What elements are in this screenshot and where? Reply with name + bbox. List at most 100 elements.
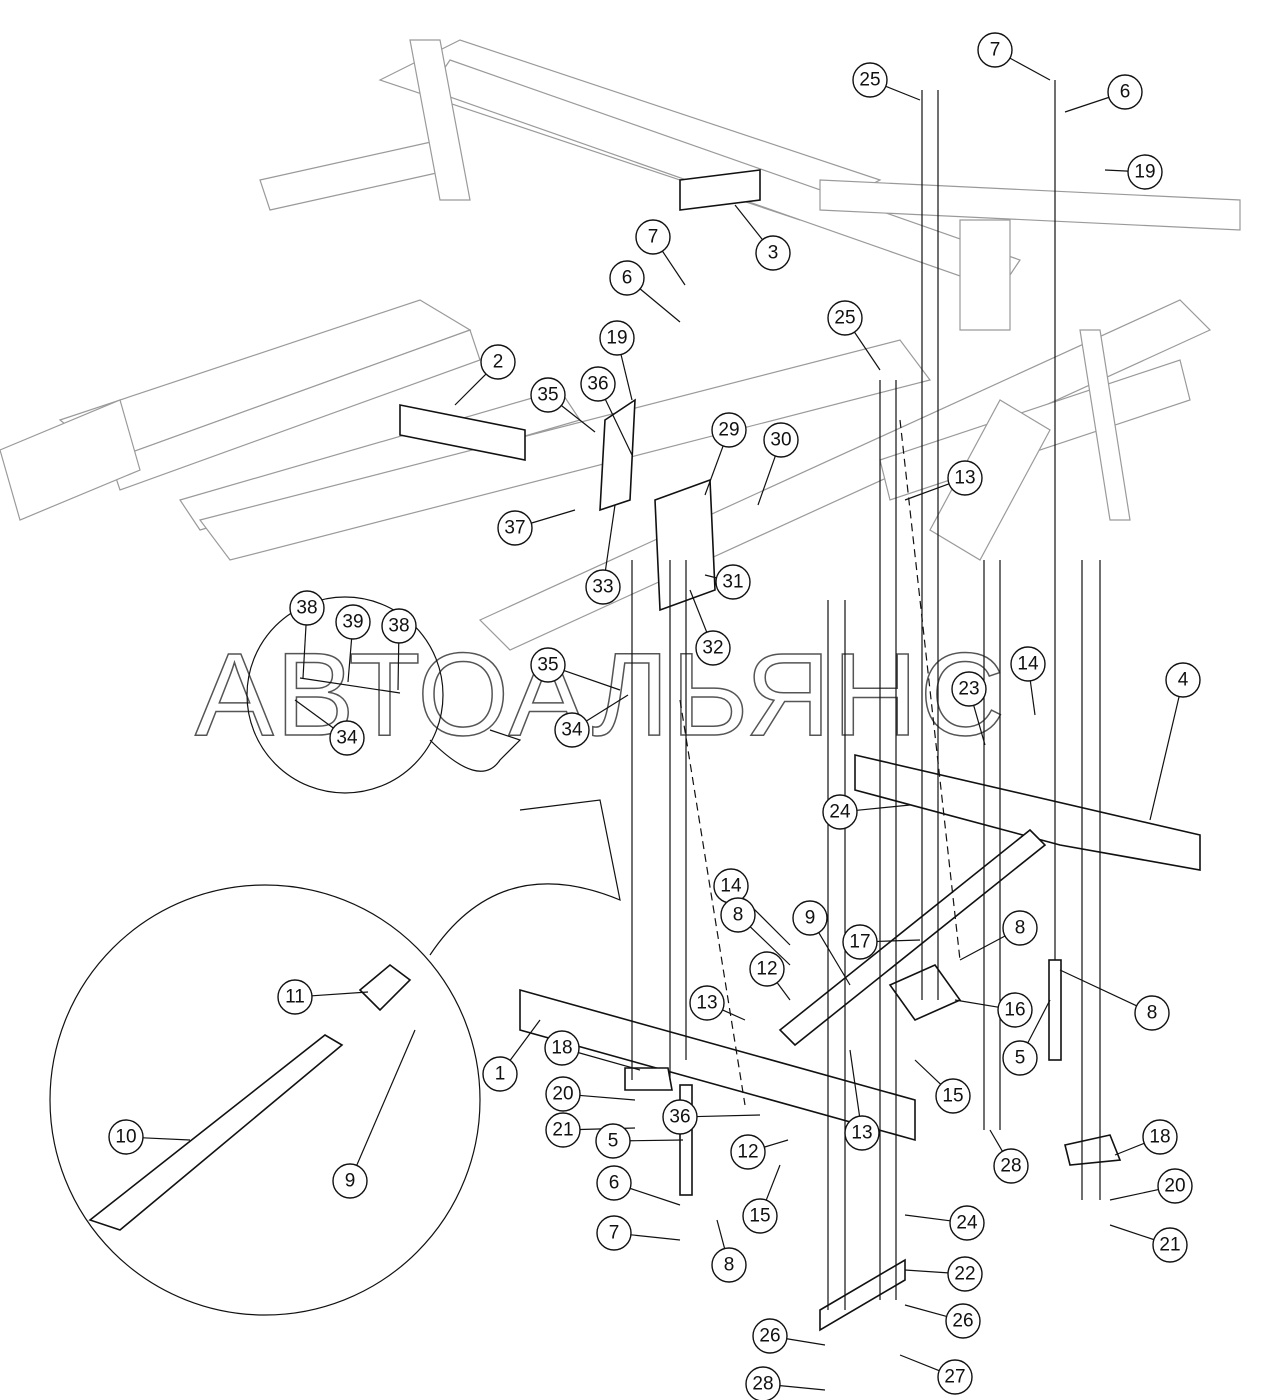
callout-circle — [662, 1099, 698, 1135]
leader-line — [604, 504, 616, 571]
callout-number: 6 — [1120, 82, 1131, 103]
callout-circle — [763, 422, 799, 458]
leader-line — [973, 705, 986, 746]
callout-number: 22 — [954, 1264, 975, 1285]
callout-circle — [545, 1112, 581, 1148]
callout-circle — [937, 1359, 973, 1395]
callout-38: 38 — [381, 608, 417, 691]
leader-line — [142, 1137, 191, 1141]
callout-36: 36 — [662, 1099, 761, 1135]
callout-circle — [1127, 154, 1163, 190]
cylinder-16 — [888, 964, 962, 1021]
callout-number: 5 — [608, 1131, 619, 1152]
callout-14: 14 — [1010, 646, 1046, 716]
callout-circle — [497, 510, 533, 546]
callout-number: 34 — [561, 720, 583, 741]
callout-number: 20 — [1164, 1176, 1185, 1197]
callout-circle — [329, 720, 365, 756]
callout-number: 33 — [592, 577, 613, 598]
callout-34: 34 — [554, 694, 629, 748]
leader-line — [1104, 169, 1129, 172]
callout-circle — [949, 1205, 985, 1241]
callout-circle — [1165, 662, 1201, 698]
arm-9 — [778, 828, 1047, 1047]
callout-number: 5 — [1015, 1048, 1026, 1069]
callout-circle — [332, 1163, 368, 1199]
leader-line — [620, 354, 633, 401]
callout-circle — [1142, 1119, 1178, 1155]
callout-number: 8 — [1015, 918, 1026, 939]
leader-line — [849, 1049, 861, 1117]
leader-line — [904, 1214, 951, 1222]
callout-circle — [1134, 995, 1170, 1031]
leader-line — [704, 445, 724, 496]
leader-line — [904, 1304, 947, 1318]
callout-number: 8 — [724, 1255, 735, 1276]
leader-line — [604, 399, 633, 456]
callout-number: 12 — [737, 1142, 758, 1163]
callout-number: 25 — [859, 70, 880, 91]
leader-line — [579, 1094, 636, 1101]
callout-circle — [752, 1318, 788, 1354]
callout-circle — [585, 569, 621, 605]
callout-number: 26 — [952, 1311, 973, 1332]
callout-circle — [711, 1247, 747, 1283]
callout-number: 18 — [551, 1038, 572, 1059]
callout-number: 13 — [954, 468, 975, 489]
callout-number: 7 — [648, 227, 659, 248]
callout-number: 8 — [733, 905, 744, 926]
bracket-18-right — [1064, 1134, 1122, 1166]
callout-circle — [951, 671, 987, 707]
callout-number: 20 — [552, 1084, 573, 1105]
leader-line — [818, 932, 851, 986]
callout-number: 23 — [958, 679, 979, 700]
callout-number: 38 — [388, 616, 409, 637]
callout-circle — [609, 260, 645, 296]
clevis-11 — [358, 963, 412, 1012]
callout-circle — [545, 1076, 581, 1112]
callout-circle — [596, 1215, 632, 1251]
callout-number: 11 — [285, 987, 305, 1008]
callout-circle — [1002, 910, 1038, 946]
leader-line — [1027, 999, 1051, 1044]
callout-circle — [335, 604, 371, 640]
callout-circle — [842, 924, 878, 960]
leader-line — [347, 638, 353, 683]
callout-circle — [482, 1056, 518, 1092]
callout-number: 31 — [722, 572, 743, 593]
callout-number: 15 — [942, 1086, 963, 1107]
callout-number: 13 — [851, 1123, 872, 1144]
callout-circle — [599, 320, 635, 356]
callout-number: 27 — [944, 1367, 965, 1388]
leader-line — [1149, 696, 1180, 821]
callout-circle — [827, 300, 863, 336]
leader-line — [853, 331, 881, 371]
callout-circle — [381, 608, 417, 644]
callout-25: 25 — [852, 62, 921, 101]
callout-number: 14 — [1017, 654, 1039, 675]
callout-18: 18 — [544, 1030, 641, 1071]
callout-circle — [1010, 646, 1046, 682]
callout-circle — [1002, 1040, 1038, 1076]
callout-12: 12 — [730, 1134, 789, 1170]
callout-8: 8 — [959, 910, 1038, 961]
callout-4: 4 — [1149, 662, 1201, 821]
callout-14: 14 — [713, 868, 791, 946]
callout-number: 13 — [696, 993, 717, 1014]
callout-6: 6 — [596, 1165, 681, 1206]
plate-22 — [819, 1258, 906, 1332]
callout-circle — [695, 630, 731, 666]
rod-10 — [88, 1034, 344, 1231]
callout-7: 7 — [635, 219, 686, 286]
callout-circle — [993, 1148, 1029, 1184]
leader-line — [704, 574, 717, 579]
callout-24: 24 — [822, 794, 911, 830]
parts — [399, 80, 1201, 1332]
callout-25: 25 — [827, 300, 881, 371]
callout-number: 3 — [768, 243, 779, 264]
callout-circle — [544, 1030, 580, 1066]
callout-38: 38 — [289, 590, 325, 679]
callout-circle — [530, 647, 566, 683]
callout-19: 19 — [1104, 154, 1163, 190]
callout-5: 5 — [1002, 999, 1051, 1076]
